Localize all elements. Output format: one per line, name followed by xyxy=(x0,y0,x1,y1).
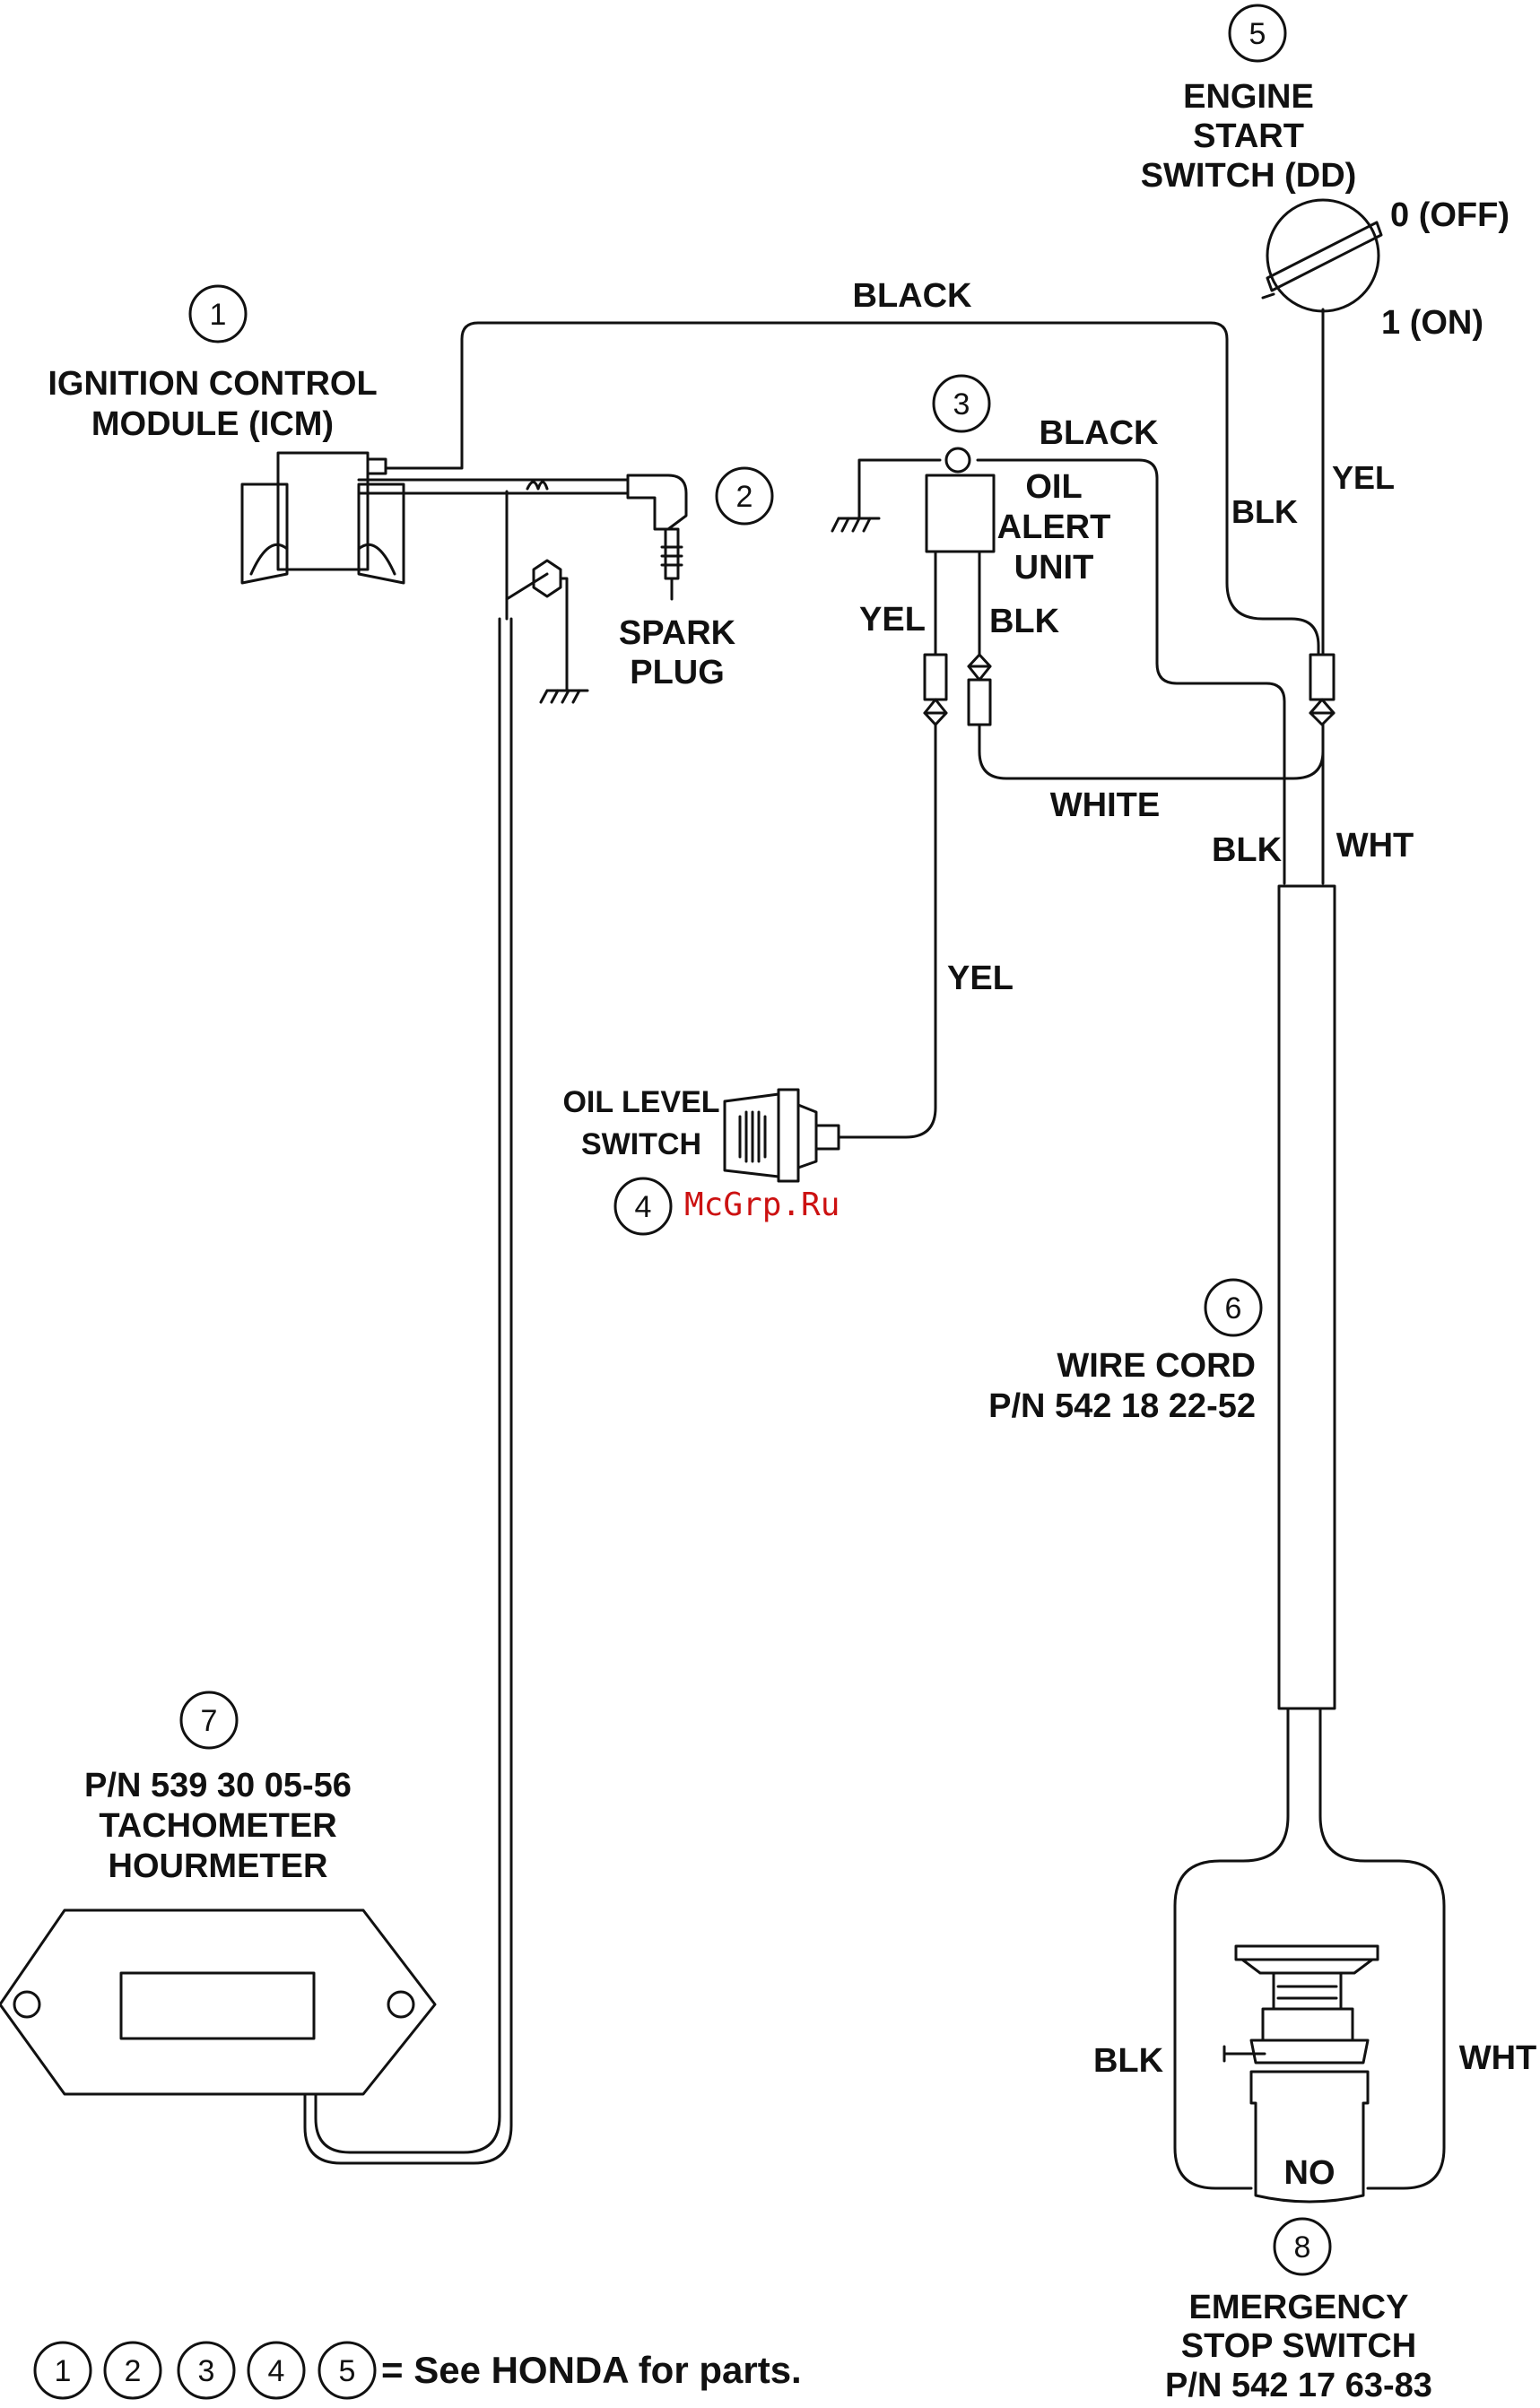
callout-number-6: 6 xyxy=(1225,1291,1242,1326)
tachometer-title-line1: P/N 539 30 05-56 xyxy=(84,1767,352,1804)
oil-alert-title-line3: UNIT xyxy=(1014,549,1094,587)
tachometer-body xyxy=(0,1908,437,2096)
callout-circle-3 xyxy=(932,374,991,433)
stop-switch-title-line3: P/N 542 17 63-83 xyxy=(1165,2367,1432,2404)
callout-circle-7 xyxy=(179,1691,239,1750)
oil-alert-unit xyxy=(831,447,996,553)
oil-alert-title-line1: OIL xyxy=(1025,468,1082,506)
stop-switch-contact: NO xyxy=(1284,2154,1336,2192)
wire-cord-stop-right xyxy=(1318,1707,1446,2190)
ground-post xyxy=(532,559,589,704)
wire-label-wht-cord: WHT xyxy=(1336,827,1414,865)
wire-yel-long xyxy=(837,723,937,1139)
wire-label-blk-oil-unit: BLK xyxy=(989,603,1060,640)
wire-oil-black xyxy=(976,458,1286,885)
callout-circle-5 xyxy=(1228,4,1287,63)
wire-label-blk-cord: BLK xyxy=(1212,831,1283,869)
wire-white xyxy=(978,723,1325,780)
callout-circle-4 xyxy=(613,1177,673,1236)
wire-label-black-oil: BLACK xyxy=(1040,414,1160,452)
connector-start xyxy=(1309,653,1336,726)
callout-circle-6 xyxy=(1204,1278,1263,1337)
legend-circle-2 xyxy=(103,2341,162,2400)
oil-level-switch xyxy=(723,1088,840,1183)
oil-alert-title-line2: ALERT xyxy=(997,509,1111,546)
connector-yel xyxy=(923,653,948,726)
wire-label-blk-right: BLK xyxy=(1231,493,1298,530)
wire-label-blk-stop: BLK xyxy=(1093,2042,1164,2080)
wire-label-yel-long: YEL xyxy=(947,960,1014,997)
legend-number-2: 2 xyxy=(125,2354,142,2388)
wire-label-white: WHITE xyxy=(1050,787,1160,824)
legend-circle-3 xyxy=(177,2341,236,2400)
wire-oil-ground xyxy=(857,458,942,520)
start-switch-title-line3: SWITCH (DD) xyxy=(1141,157,1357,195)
start-switch-title-line2: START xyxy=(1193,117,1304,155)
legend-number-4: 4 xyxy=(268,2354,285,2388)
callout-number-3: 3 xyxy=(953,387,970,422)
wire-tach xyxy=(314,617,501,2154)
legend-text: = See HONDA for parts. xyxy=(381,2349,802,2391)
emergency-stop-body xyxy=(1222,1944,1379,2204)
callout-circle-1 xyxy=(188,284,248,343)
legend-number-3: 3 xyxy=(198,2354,215,2388)
spark-plug-title-line2: PLUG xyxy=(630,654,725,691)
callout-circle-8 xyxy=(1273,2217,1332,2276)
callout-number-7: 7 xyxy=(201,1704,218,1738)
legend-circle-4 xyxy=(247,2341,306,2400)
icm-module xyxy=(240,451,405,585)
wire-cord-title-line1: WIRE CORD xyxy=(1057,1347,1256,1385)
wire-label-wht-stop: WHT xyxy=(1459,2039,1537,2077)
oil-level-title-line2: SWITCH xyxy=(581,1127,701,1161)
wire-ground-post xyxy=(505,572,549,601)
wire-label-yel-switch: YEL xyxy=(1332,459,1395,496)
spark-plug-title-line1: SPARK xyxy=(619,614,736,652)
callout-number-5: 5 xyxy=(1249,17,1266,51)
wire-black-top xyxy=(384,321,1320,656)
legend-number-5: 5 xyxy=(339,2354,356,2388)
watermark: McGrp.Ru xyxy=(684,1187,840,1223)
legend-number-1: 1 xyxy=(55,2354,72,2388)
icm-title-line1: IGNITION CONTROL xyxy=(48,365,377,403)
callout-number-1: 1 xyxy=(210,298,227,332)
start-switch-pos-off: 0 (OFF) xyxy=(1390,196,1510,234)
callout-circle-2 xyxy=(715,466,774,526)
stop-switch-title-line1: EMERGENCY xyxy=(1189,2289,1409,2326)
oil-level-title-line1: OIL LEVEL xyxy=(562,1085,719,1119)
tachometer-title-line2: TACHOMETER xyxy=(99,1807,336,1845)
callout-number-2: 2 xyxy=(736,480,753,514)
stop-switch-title-line2: STOP SWITCH xyxy=(1181,2327,1417,2365)
wire-cord-body xyxy=(1277,884,1336,1710)
tachometer-title-line3: HOURMETER xyxy=(109,1847,328,1885)
spark-plug xyxy=(526,474,688,601)
wire-cord-stop-left xyxy=(1173,1707,1290,2190)
icm-title-line2: MODULE (ICM) xyxy=(91,405,334,443)
wire-label-black-top: BLACK xyxy=(853,277,973,315)
callout-number-8: 8 xyxy=(1294,2230,1311,2265)
legend-circle-5 xyxy=(318,2341,377,2400)
wire-tach-b xyxy=(303,617,513,2165)
wire-cord-title-line2: P/N 542 18 22-52 xyxy=(988,1387,1256,1425)
connector-blk xyxy=(967,653,992,726)
wire-label-yel-oil-unit: YEL xyxy=(859,601,926,639)
start-switch-title-line1: ENGINE xyxy=(1183,78,1314,116)
start-switch-pos-on: 1 (ON) xyxy=(1381,304,1483,342)
engine-start-switch-dial xyxy=(1261,198,1383,313)
legend-circle-1 xyxy=(33,2341,92,2400)
callout-number-4: 4 xyxy=(635,1190,652,1224)
